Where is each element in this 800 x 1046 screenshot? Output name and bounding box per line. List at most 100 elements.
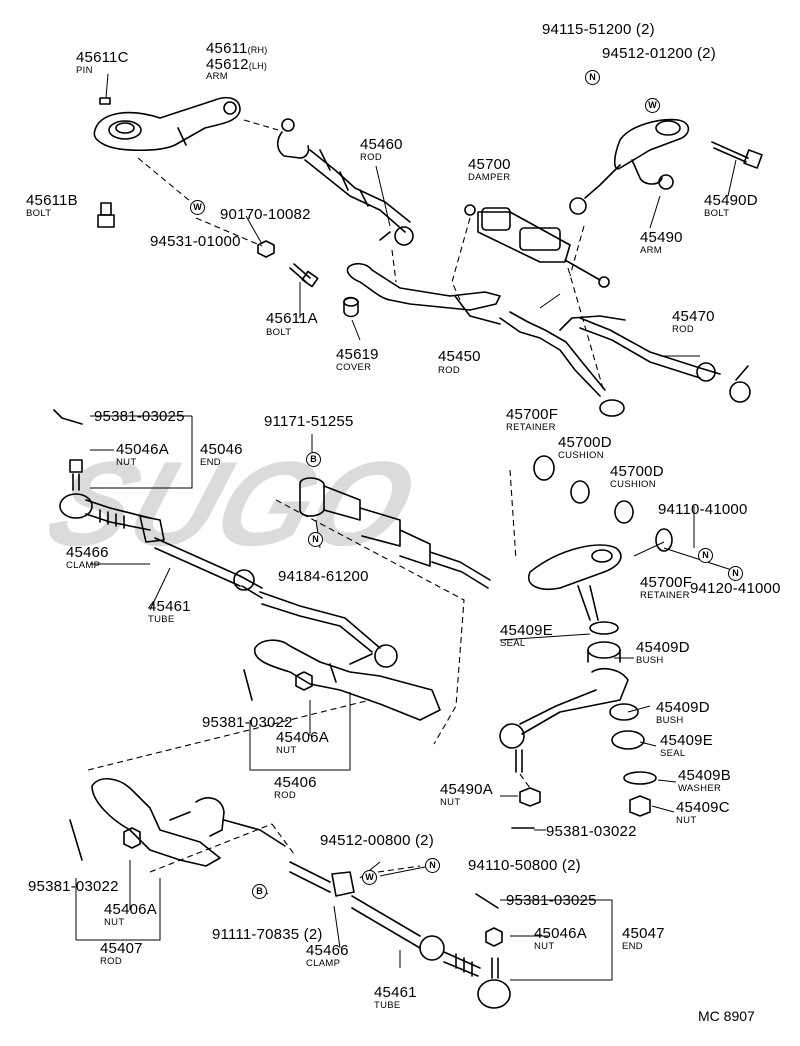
part-number: 45461 [148, 598, 191, 615]
part-number: 45611C [76, 49, 129, 66]
part-number-rh: 45611(RH) [206, 41, 267, 56]
cotter-pin-lower-right-drawing [475, 893, 499, 909]
part-number: 45046A [534, 925, 587, 942]
rod-45407-drawing [91, 778, 286, 867]
rod-45470-drawing [579, 317, 751, 403]
washer-drawing [623, 771, 657, 785]
part-number-lh: 45612(LH) [206, 57, 267, 72]
damper-drawing [464, 204, 610, 288]
cotter-pin-lower-left-drawing [69, 819, 83, 861]
tie-rod-end-upper-drawing [59, 459, 165, 543]
part-number: 45490D [704, 192, 758, 209]
n-symbol: N [728, 566, 743, 581]
part-name: ROD [438, 365, 461, 376]
part-number: 45047 [622, 925, 665, 942]
part-number: 45461 [374, 984, 417, 1001]
diagram-code: MC 8907 [698, 1008, 755, 1024]
n-symbol: N [585, 70, 600, 85]
idler-arm-drawing [93, 96, 241, 151]
part-number: 95381-03025 [506, 892, 597, 909]
damper-exploded-drawing [299, 477, 491, 589]
pin-drawing [99, 97, 111, 105]
part-name: SEAL [500, 638, 526, 649]
part-number: 45409C [676, 799, 730, 816]
part-name: NUT [104, 917, 125, 928]
part-number: 45700F [506, 406, 559, 423]
nut-45406a-lower-drawing [123, 827, 141, 849]
part-name: CUSHION [558, 450, 604, 461]
n-symbol: N [308, 532, 323, 547]
part-name: ROD [100, 956, 123, 967]
nut-90170-drawing [257, 240, 275, 258]
part-number: 94120-41000 [690, 580, 781, 597]
w-symbol: W [190, 200, 205, 215]
part-name: CUSHION [610, 479, 656, 490]
part-number: 90170-10082 [220, 206, 311, 223]
part-number: 45409E [500, 622, 553, 639]
part-number: 94512-00800 (2) [320, 832, 434, 849]
part-name: ARM [640, 245, 663, 256]
retainer-lower-drawing [655, 528, 673, 552]
bolt-45611a-drawing [289, 263, 319, 288]
part-number: 45612 [206, 56, 249, 73]
part-name: TUBE [148, 614, 175, 625]
part-number: 45046 [200, 441, 243, 458]
part-name: RETAINER [506, 422, 556, 433]
part-number: 45611B [26, 192, 78, 209]
cushion-lower-drawing [614, 500, 634, 524]
part-suffix: (LH) [248, 61, 268, 71]
part-number: 95381-03025 [94, 408, 185, 425]
part-number: 45700F [640, 574, 693, 591]
part-name: COVER [336, 362, 372, 373]
bolt-45611b-drawing [97, 202, 115, 228]
part-number: 45490A [440, 781, 493, 798]
n-symbol: N [425, 858, 440, 873]
part-number: 45466 [306, 942, 349, 959]
part-number: 45460 [360, 136, 403, 153]
rod-45406-drawing [254, 639, 441, 721]
part-name: RETAINER [640, 590, 690, 601]
part-number: 91111-70835 (2) [212, 926, 323, 943]
part-number: 45409B [678, 767, 731, 784]
part-number: 95381-03022 [202, 714, 293, 731]
part-number: 94531-01000 [150, 233, 241, 250]
part-name: ROD [360, 152, 383, 163]
part-name: BOLT [26, 208, 52, 219]
part-number: 45700D [558, 434, 612, 451]
part-name: TUBE [374, 1000, 401, 1011]
b-symbol: B [306, 452, 321, 467]
leader-lines [75, 73, 739, 981]
part-name: NUT [116, 457, 137, 468]
retainer-upper-drawing [533, 455, 555, 481]
part-name: NUT [534, 941, 555, 952]
part-number: 95381-03022 [546, 823, 637, 840]
part-number: 91171-51255 [264, 413, 354, 430]
cotter-pin-upper-drawing [243, 669, 253, 701]
part-name: ROD [672, 324, 695, 335]
idler-bracket-drawing [499, 544, 645, 773]
bolt-45490d-drawing [711, 141, 763, 169]
nut-45046a-lower-drawing [485, 927, 503, 947]
part-name: BOLT [266, 327, 292, 338]
part-name: SEAL [660, 748, 686, 759]
part-number: 45466 [66, 544, 109, 561]
tube-lower-drawing [289, 861, 511, 1009]
part-number: 45470 [672, 308, 715, 325]
part-number: 45409D [656, 699, 710, 716]
part-number: 45611 [206, 40, 248, 57]
part-name: CLAMP [66, 560, 101, 571]
part-number: 94512-01200 (2) [602, 45, 716, 62]
n-symbol: N [698, 548, 713, 563]
part-name: NUT [440, 797, 461, 808]
part-number: 45619 [336, 346, 379, 363]
part-number: 45407 [100, 940, 143, 957]
part-number: 45450 [438, 348, 481, 365]
part-number: 94115-51200 (2) [542, 21, 655, 38]
part-name: NUT [276, 745, 297, 756]
part-name: END [622, 941, 643, 952]
cotter-pin-top-left-drawing [53, 409, 83, 425]
part-number: 95381-03022 [28, 878, 119, 895]
part-number: 45406 [274, 774, 317, 791]
